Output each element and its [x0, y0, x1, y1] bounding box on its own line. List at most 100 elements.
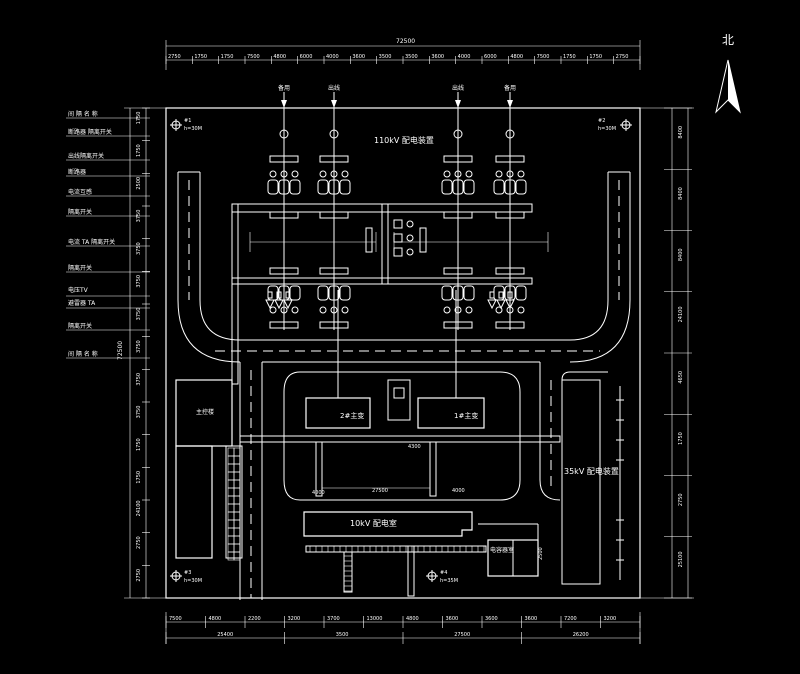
breaker-icon: [339, 285, 351, 301]
rod-height: h=30M: [598, 126, 616, 132]
ct-icon: [505, 129, 515, 139]
dimension-label: 7500: [247, 54, 260, 60]
dimension-label: 1750: [589, 54, 602, 60]
breaker-icon: [289, 285, 301, 301]
dimension-label: 6000: [484, 54, 497, 60]
line-label: 备用: [504, 84, 516, 92]
hv-bay: [267, 92, 301, 330]
legend-item: 避雷器 TA: [68, 299, 96, 307]
dimension-label: 8400: [678, 187, 684, 200]
breaker-icon: [515, 285, 527, 301]
breaker-icon: [515, 179, 527, 195]
inner-dim: 4000: [312, 490, 325, 496]
dimension-label: 2750: [678, 493, 684, 506]
legend-item: 间 隔 名 称: [68, 350, 98, 358]
dimension-label: 3750: [136, 308, 142, 321]
breaker-icon: [441, 179, 453, 195]
dimension-label: 1750: [221, 54, 234, 60]
legend-item: 电流 TA 隔离开关: [68, 238, 115, 246]
line-label: 出线: [328, 84, 340, 92]
breaker-icon: [463, 285, 475, 301]
inner-dim: 27500: [372, 488, 388, 494]
legend-column: 间 隔 名 称 断路器 隔离开关 出线隔离开关 断路器 电流互感 隔离开关 电流…: [66, 110, 150, 359]
lightning-rod-icon: #3 h=30M: [170, 570, 202, 584]
dimension-label: 3200: [604, 616, 617, 622]
rod-height: h=30M: [184, 126, 202, 132]
site-boundary: [165, 107, 641, 599]
left-total-dim: 72500: [117, 341, 124, 360]
dimension-label: 3600: [485, 616, 498, 622]
left-dimensions: 72500 1750175025003750375037503750375037…: [117, 107, 170, 599]
ct-icon: [329, 129, 339, 139]
dimension-label: 1750: [678, 432, 684, 445]
control-building: 主控楼: [175, 379, 243, 561]
dimension-label: 26200: [573, 632, 589, 638]
breaker-icon: [317, 179, 329, 195]
hv-yard: 110kV 配电装置 备用 出线 出线 备用: [265, 84, 527, 330]
legend-item: 出线隔离开关: [68, 152, 104, 160]
inner-dim: 2500: [538, 547, 544, 560]
dimension-label: 4000: [458, 54, 471, 60]
dimension-label: 25400: [217, 632, 233, 638]
dimension-label: 2500: [136, 177, 142, 190]
overall-width-dim: 72500: [396, 38, 415, 45]
dimension-label: 3600: [352, 54, 365, 60]
breaker-icon: [441, 285, 453, 301]
legend-item: 间 隔 名 称: [68, 110, 98, 118]
main-transformers: 2#主变 1#主变 4000 27500 4000 4300: [239, 290, 561, 497]
dimension-label: 25100: [678, 551, 684, 567]
inner-dim: 4000: [452, 488, 465, 494]
dimension-label: 24100: [136, 500, 142, 516]
dimension-label: 2750: [616, 54, 629, 60]
hv-bay: [493, 92, 527, 330]
dimension-label: 3750: [136, 406, 142, 419]
breaker-icon: [267, 179, 279, 195]
transformer-1-label: 1#主变: [454, 411, 478, 420]
dimension-label: 2750: [136, 536, 142, 549]
dimension-label: 4800: [406, 616, 419, 622]
dimension-label: 4000: [326, 54, 339, 60]
arrester-icon: [265, 291, 293, 310]
legend-item: 断路器: [68, 168, 86, 176]
dimension-label: 3600: [446, 616, 459, 622]
dimension-label: 13000: [367, 616, 383, 622]
legend-item: 电压TV: [68, 286, 89, 294]
lightning-rod-icon: #1 h=30M: [170, 118, 202, 132]
dimension-label: 4800: [510, 54, 523, 60]
legend-item: 电流互感: [68, 188, 92, 196]
dimension-label: 2750: [136, 569, 142, 582]
dimension-label: 2750: [168, 54, 181, 60]
breaker-icon: [317, 285, 329, 301]
dimension-label: 4800: [209, 616, 222, 622]
line-label: 备用: [278, 84, 290, 92]
legend-item: 断路器 隔离开关: [68, 128, 112, 136]
lv-room: 10kV 配电室: [303, 511, 487, 597]
rod-height: h=30M: [184, 578, 202, 584]
inner-dim: 4300: [408, 444, 421, 450]
line-label: 出线: [452, 84, 464, 92]
rod-id: #2: [598, 118, 605, 124]
breaker-icon: [289, 179, 301, 195]
dimension-label: 3200: [288, 616, 301, 622]
mv-yard-label: 35kV 配电装置: [564, 466, 619, 476]
rod-id: #4: [440, 570, 447, 576]
north-arrow-icon: 北: [715, 33, 741, 114]
hv-yard-label: 110kV 配电装置: [374, 135, 434, 145]
legend-item: 隔离开关: [68, 208, 92, 216]
lightning-rods: #1 h=30M #2 h=30M #3 h=30M #4 h=35M: [170, 118, 632, 584]
rod-height: h=35M: [440, 578, 458, 584]
ct-icon: [453, 129, 463, 139]
capacitor-room-label: 电容器室: [490, 546, 514, 554]
dimension-label: 4650: [678, 371, 684, 384]
dimension-label: 6000: [300, 54, 313, 60]
breaker-icon: [493, 179, 505, 195]
dimension-label: 8400: [678, 126, 684, 139]
dimension-label: 1750: [136, 471, 142, 484]
breaker-icon: [339, 179, 351, 195]
capacitor-room: 电容器室 2500: [478, 523, 544, 577]
hv-bay: [441, 92, 475, 330]
transformer-2-label: 2#主变: [340, 411, 364, 420]
